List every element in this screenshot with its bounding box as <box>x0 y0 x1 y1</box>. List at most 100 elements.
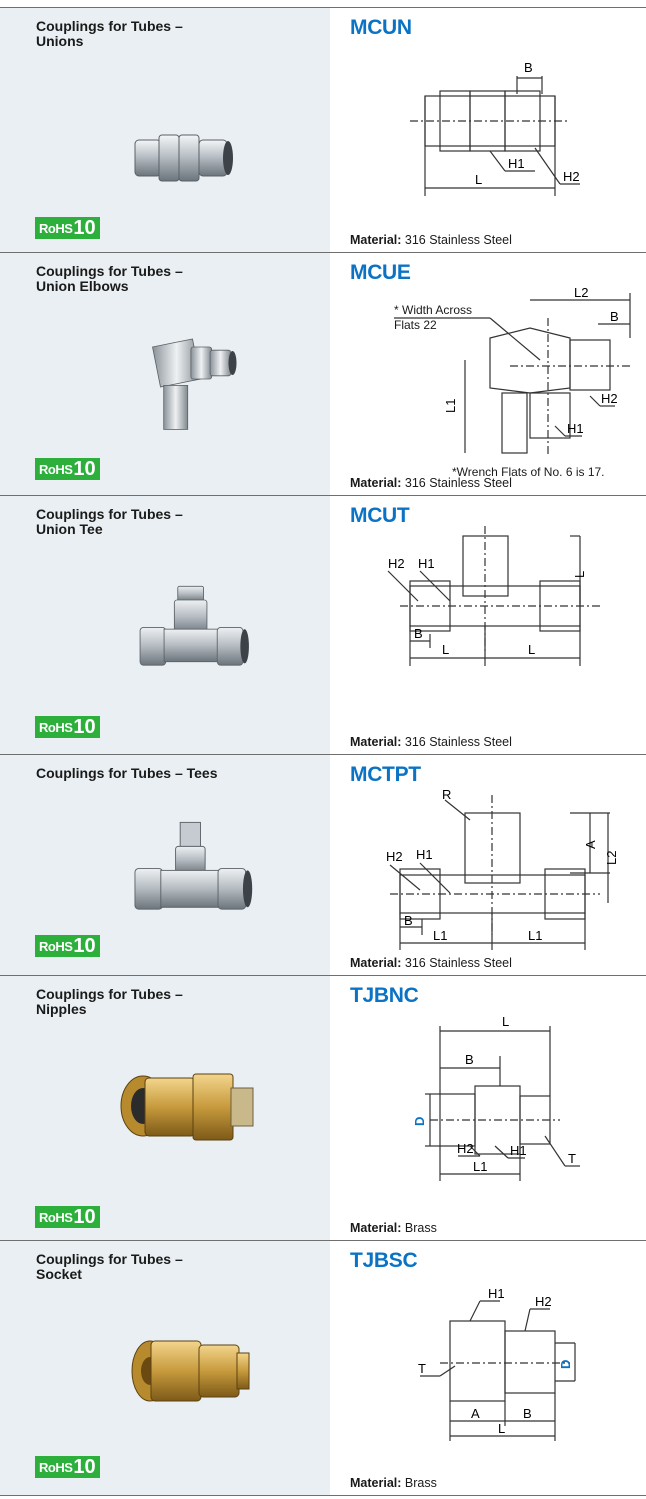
material-value: Brass <box>404 1476 437 1490</box>
dim-label: L <box>528 642 535 657</box>
product-spec-panel: MCUT <box>330 496 646 754</box>
dim-label: H1 <box>508 156 525 171</box>
dim-label: H2 <box>386 849 403 864</box>
dimension-diagram-mcut: L B L L H2 H1 <box>387 526 600 666</box>
dim-label: B <box>414 626 423 641</box>
material-label: Material: <box>350 1476 402 1490</box>
dim-label: D <box>412 1117 427 1126</box>
dim-label: H2 <box>535 1294 552 1309</box>
dimension-diagram-mcue: L2 B L1 H2 H1 <box>394 285 631 456</box>
product-title: Couplings for Tubes – Union Elbows <box>36 263 183 294</box>
dim-label: L1 <box>443 399 458 413</box>
material-label: Material: <box>350 476 402 490</box>
rohs-number: 10 <box>73 217 96 239</box>
dim-label: B <box>523 1406 532 1421</box>
product-photo-tee <box>134 821 253 910</box>
rohs-number: 10 <box>73 1206 96 1228</box>
product-title: Couplings for Tubes – Socket <box>36 1251 183 1282</box>
rohs-prefix: RoHS <box>39 1209 73 1225</box>
product-spec-panel: MCUE * Width Across Flats 22 <box>330 253 646 495</box>
rohs-prefix: RoHS <box>39 1459 73 1475</box>
rohs-prefix: RoHS <box>39 220 73 236</box>
wrench-callout: * Width Across Flats 22 <box>394 303 473 332</box>
wrench-flats-note: *Wrench Flats of No. 6 is 17. <box>452 465 605 479</box>
dim-label: H2 <box>601 391 618 406</box>
material-value: 316 Stainless Steel <box>404 476 512 490</box>
dim-label: B <box>610 309 619 324</box>
product-code: MCTPT <box>350 763 421 786</box>
dim-label: H2 <box>457 1141 474 1156</box>
dim-label: B <box>524 60 533 75</box>
dim-label: H1 <box>510 1143 527 1158</box>
dim-label: H2 <box>563 169 580 184</box>
dimension-diagram-tjbnc: L B L1 H2 H1 T D <box>412 1014 580 1181</box>
product-photo-union-elbow <box>152 338 237 430</box>
material-label: Material: <box>350 956 402 970</box>
rohs-prefix: RoHS <box>39 461 73 477</box>
product-title: Couplings for Tubes – Nipples <box>36 986 183 1017</box>
product-photo-socket <box>131 1340 250 1402</box>
material-value: Brass <box>404 1221 437 1235</box>
product-code: TJBNC <box>350 984 419 1007</box>
material-line: Material: Brass <box>350 1221 437 1235</box>
product-photo-union <box>134 134 233 182</box>
dim-label: D <box>558 1360 573 1369</box>
material-value: 316 Stainless Steel <box>404 233 512 247</box>
rohs-number: 10 <box>73 716 96 738</box>
material-line: Material: 316 Stainless Steel <box>350 956 512 970</box>
product-spec-panel: MCUN <box>330 8 646 252</box>
product-code: MCUN <box>350 16 412 39</box>
product-code: MCUT <box>350 504 410 527</box>
dim-label: H1 <box>567 421 584 436</box>
material-line: Material: 316 Stainless Steel <box>350 735 512 749</box>
product-spec-panel: TJBSC <box>330 1241 646 1495</box>
material-value: 316 Stainless Steel <box>404 735 512 749</box>
dimension-diagram-mcun: B L H1 H2 <box>410 60 580 196</box>
product-code: TJBSC <box>350 1249 418 1272</box>
product-title: Couplings for Tubes – Unions <box>36 18 183 49</box>
rohs-number: 10 <box>73 935 96 957</box>
product-spec-panel: MCTPT <box>330 755 646 975</box>
material-line: Material: 316 Stainless Steel <box>350 233 512 247</box>
product-spec-panel: TJBNC <box>330 976 646 1240</box>
rohs-number: 10 <box>73 458 96 480</box>
dim-label: R <box>442 787 451 802</box>
dim-label: H1 <box>488 1286 505 1301</box>
dim-label: A <box>471 1406 480 1421</box>
dim-label: A <box>583 840 598 849</box>
dim-label: L <box>475 172 482 187</box>
dim-label: L <box>442 642 449 657</box>
product-photo-nipple <box>120 1073 254 1141</box>
material-label: Material: <box>350 735 402 749</box>
dimension-diagram-tjbsc: H1 H2 T A B L D <box>418 1286 576 1441</box>
dim-label: L1 <box>473 1159 487 1174</box>
material-line: Material: 316 Stainless Steel <box>350 476 512 490</box>
dim-label: L2 <box>604 851 619 865</box>
material-label: Material: <box>350 233 402 247</box>
rohs-prefix: RoHS <box>39 938 73 954</box>
dimension-diagram-mctpt: R A L2 B L1 L1 H2 H1 <box>386 787 619 950</box>
dim-label: H1 <box>418 556 435 571</box>
product-title: Couplings for Tubes – Tees <box>36 765 218 781</box>
material-value: 316 Stainless Steel <box>404 956 512 970</box>
dim-label: B <box>465 1052 474 1067</box>
dim-label: L1 <box>433 928 447 943</box>
dim-label: H1 <box>416 847 433 862</box>
rohs-number: 10 <box>73 1456 96 1478</box>
dim-label: L <box>572 571 587 578</box>
